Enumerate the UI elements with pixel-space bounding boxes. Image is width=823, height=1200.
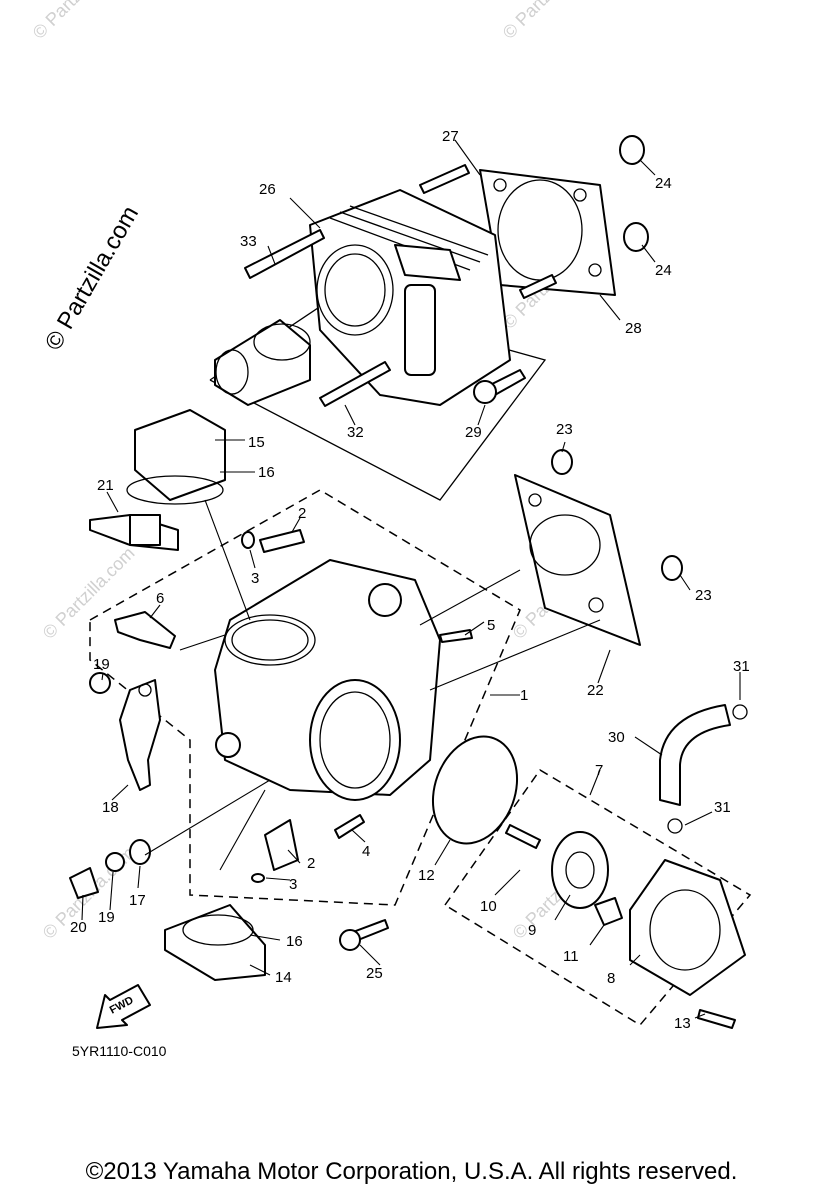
diagram-code: 5YR1110-C010: [72, 1043, 167, 1059]
callout-label: 25: [366, 965, 383, 982]
callout-label: 21: [97, 477, 114, 494]
callout-label: 28: [625, 320, 642, 337]
callout-label: 6: [156, 590, 164, 607]
callout-label: 5: [487, 617, 495, 634]
callout-label: 1: [520, 687, 528, 704]
cylinder-head: [214, 559, 441, 801]
piston: [214, 319, 311, 406]
callout-label: 16: [258, 464, 275, 481]
callout-label: 3: [251, 570, 259, 587]
temperature-sensor: [114, 611, 176, 649]
piston-rings: [126, 409, 226, 505]
callout-label: 2: [307, 855, 315, 872]
callout-label: 23: [556, 421, 573, 438]
valve-cover: [551, 831, 746, 996]
callout-label: 2: [298, 505, 306, 522]
callout-label: 17: [129, 892, 146, 909]
callout-label: 11: [563, 948, 579, 965]
cover-gasket: [431, 735, 519, 845]
callout-label: 23: [695, 587, 712, 604]
callout-label: 33: [240, 233, 257, 250]
callout-label: 9: [528, 922, 536, 939]
callout-label: 31: [714, 799, 731, 816]
watermark: © Partzilla.com: [29, 0, 129, 43]
callout-label: 20: [70, 919, 87, 936]
callout-label: 16: [286, 933, 303, 950]
leader-lines: [81, 139, 741, 1019]
callout-label: 13: [674, 1015, 691, 1032]
breather-hose: [659, 704, 748, 834]
callout-label: 4: [362, 843, 370, 860]
valve-cotters: [241, 529, 305, 883]
callout-label: 24: [655, 175, 672, 192]
callout-label: 15: [248, 434, 265, 451]
callout-label: 32: [347, 424, 364, 441]
head-gasket: [514, 474, 641, 646]
spark-plug: [89, 514, 179, 551]
bracket: [119, 679, 161, 791]
watermark: © Partzilla.com: [499, 0, 599, 43]
watermark-main: © Partzilla.com: [40, 201, 144, 355]
callout-label: 24: [655, 262, 672, 279]
callout-numbers: 1 2 2 3 3 4 5 6 7 8 9 10 11 12 13 14 15 …: [70, 128, 750, 1032]
callout-label: 29: [465, 424, 482, 441]
nuts-and-washers: [69, 672, 151, 899]
bolt-29: [473, 369, 526, 404]
callout-label: 12: [418, 867, 435, 884]
dowel-pins-23: [551, 449, 683, 581]
forward-arrow: FWD: [96, 984, 151, 1029]
callout-label: 31: [733, 658, 750, 675]
copyright-notice: ©2013 Yamaha Motor Corporation, U.S.A. A…: [85, 1158, 738, 1185]
callout-label: 19: [93, 656, 110, 673]
stud-bolts: [244, 164, 557, 407]
callout-label: 7: [595, 762, 603, 779]
callout-label: 10: [480, 898, 497, 915]
callout-label: 26: [259, 181, 276, 198]
intake-joint: [164, 904, 266, 981]
dowel-pins: [619, 135, 649, 252]
callout-label: 30: [608, 729, 625, 746]
callout-label: 3: [289, 876, 297, 893]
callout-label: 8: [607, 970, 615, 987]
callout-label: 19: [98, 909, 115, 926]
bolts: [339, 824, 736, 1029]
callout-label: 27: [442, 128, 459, 145]
callout-label: 22: [587, 682, 604, 699]
studs-small: [334, 629, 473, 839]
cylinder: [309, 189, 511, 406]
callout-label: 18: [102, 799, 119, 816]
callout-label: 14: [275, 969, 292, 986]
